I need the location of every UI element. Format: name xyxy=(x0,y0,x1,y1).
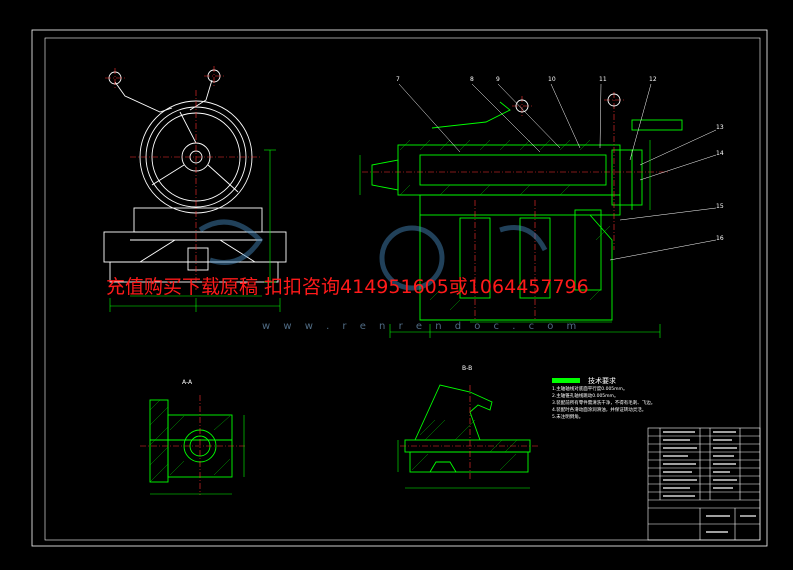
callout-13: 13 xyxy=(716,124,724,131)
main-section-dimensions xyxy=(359,140,661,338)
callout-9: 9 xyxy=(496,76,500,83)
callout-11: 11 xyxy=(599,76,607,83)
front-view-centerlines xyxy=(105,66,262,290)
tech-title: 技术要求 xyxy=(588,377,616,385)
inner-frame xyxy=(44,37,761,541)
section-b-hatch xyxy=(411,419,518,471)
section-b-label: B-B xyxy=(462,365,473,372)
section-a-hatch xyxy=(149,399,231,483)
callout-16: 16 xyxy=(716,235,724,242)
outer-frame xyxy=(31,29,768,547)
watermark-url: w w w . r e n r e n d o c . c o m xyxy=(262,321,582,332)
section-b-dimensions xyxy=(397,440,530,489)
main-section-view xyxy=(371,101,683,321)
tech-line: 1.主轴轴线对底面平行度0.005mm。 xyxy=(552,387,628,392)
main-section-centerlines xyxy=(362,92,668,320)
callout-7: 7 xyxy=(396,76,400,83)
watermark-text: 充值购买下载原稿 扣扣咨询414951605或1064457796 xyxy=(106,276,589,298)
section-a-label: A-A xyxy=(182,379,193,386)
front-view xyxy=(103,69,287,283)
technical-requirements: 技术要求 1.主轴轴线对底面平行度0.005mm。 2.主轴锥孔轴线跳动0.00… xyxy=(552,376,662,421)
callout-8: 8 xyxy=(470,76,474,83)
callout-12: 12 xyxy=(649,76,657,83)
tech-line: 4.装配时各滑动面涂润滑油，并保证转动灵活。 xyxy=(552,408,647,413)
callout-leaders xyxy=(398,83,717,261)
front-view-dimensions xyxy=(109,149,281,312)
section-a-dimensions xyxy=(150,415,245,495)
section-a-centerlines xyxy=(140,395,245,495)
main-section-handles xyxy=(515,93,621,113)
tech-line: 3.装配前所有零件需清洗干净，不得有毛刺、飞边。 xyxy=(552,401,656,406)
tech-line: 2.主轴锥孔轴线跳动0.005mm。 xyxy=(552,394,619,399)
title-block-text xyxy=(663,431,756,533)
tech-line: 5.未注明倒角。 xyxy=(552,415,584,420)
callout-10: 10 xyxy=(548,76,556,83)
main-section-hatch xyxy=(399,139,611,311)
callout-15: 15 xyxy=(716,203,724,210)
title-block xyxy=(647,427,761,541)
section-b-centerlines xyxy=(400,385,540,480)
tech-title-bar xyxy=(552,378,580,383)
callout-14: 14 xyxy=(716,150,724,157)
watermark-logo xyxy=(198,219,548,291)
